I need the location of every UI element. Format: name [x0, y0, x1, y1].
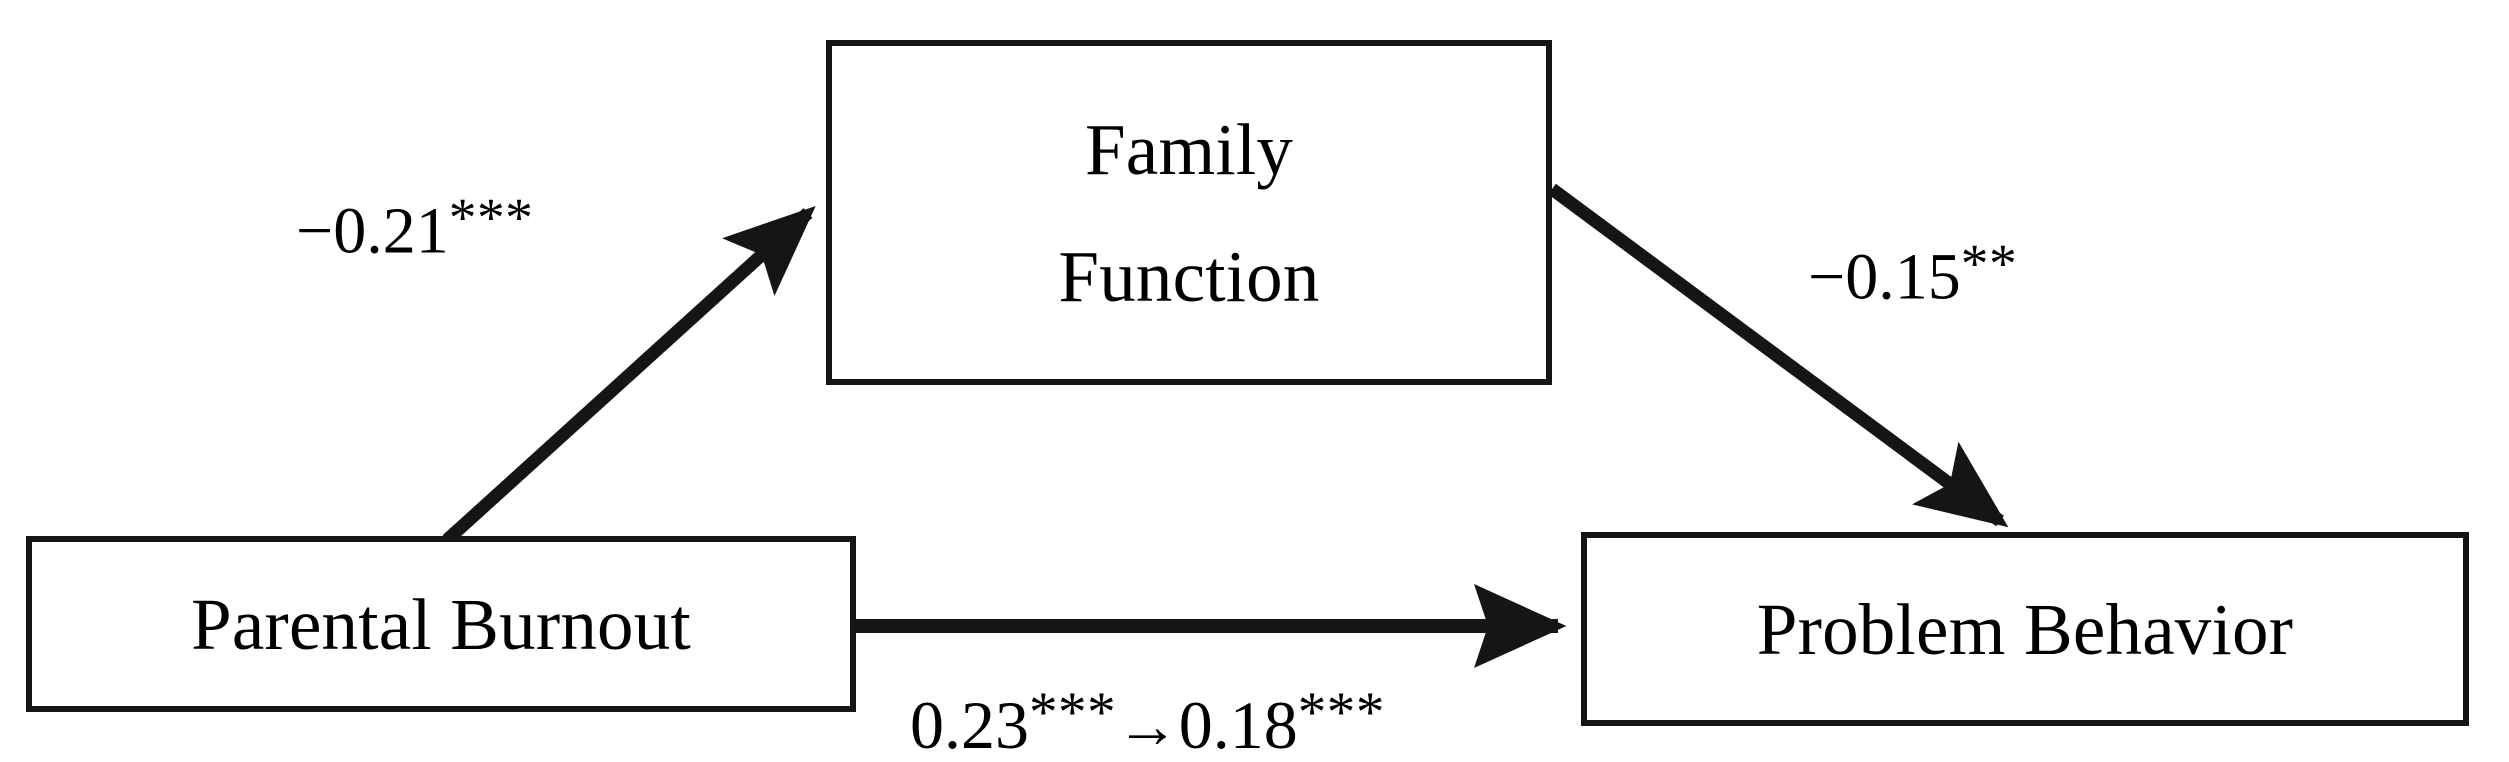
node-family-function-label-line2: Function — [1058, 235, 1320, 317]
path-c-total-significance-stars: *** — [1029, 681, 1117, 744]
path-b-coefficient-value: −0.15 — [1808, 240, 1961, 314]
path-c-direct-significance-stars: *** — [1297, 681, 1385, 744]
path-c-direct-effect-value: 0.18 — [1178, 687, 1298, 762]
path-c-total-effect-value: 0.23 — [910, 687, 1029, 762]
path-c-reduction-arrow-icon: → — [1116, 690, 1179, 761]
node-parental-burnout[interactable]: Parental Burnout — [26, 536, 856, 712]
node-problem-behavior-label: Problem Behavior — [1756, 588, 2294, 670]
path-a-coefficient-label: −0.21*** — [296, 190, 533, 265]
node-family-function-label-line1: Family — [1084, 108, 1294, 190]
path-b-coefficient-label: −0.15** — [1808, 236, 2017, 311]
path-b-significance-stars: ** — [1960, 233, 2018, 294]
node-parental-burnout-label: Parental Burnout — [191, 583, 691, 665]
path-c-coefficient-label: 0.23***→0.18*** — [910, 684, 1385, 759]
node-family-function[interactable]: Family Function — [826, 40, 1552, 385]
path-a-coefficient-value: −0.21 — [296, 194, 449, 268]
path-a-significance-stars: *** — [448, 187, 534, 248]
node-problem-behavior[interactable]: Problem Behavior — [1581, 532, 2469, 726]
